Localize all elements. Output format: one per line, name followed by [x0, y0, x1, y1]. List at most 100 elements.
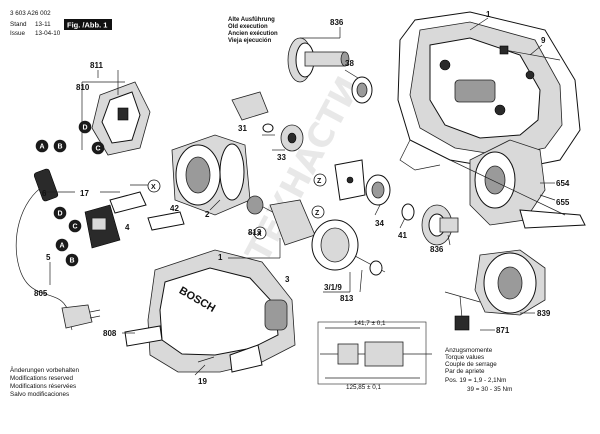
marker-x-label: X — [257, 231, 262, 238]
marker-x-label: X — [151, 184, 156, 191]
badge-d-label: D — [83, 125, 88, 132]
part-number: 810 — [76, 83, 90, 92]
badge-c: C — [68, 219, 82, 233]
badge-d: D — [53, 206, 67, 220]
issue-label: Issue — [10, 30, 26, 37]
badge-c: C — [91, 141, 105, 155]
part-number: 813 — [248, 228, 262, 237]
badge-d: D — [78, 120, 92, 134]
leader-lines — [45, 17, 556, 376]
obsolete-note-line: Alte Ausführung — [228, 17, 275, 23]
marker-z-label: Z — [317, 178, 322, 185]
torque-note-line: Anzugsmomente — [445, 347, 493, 354]
marker-z-label: Z — [315, 210, 320, 217]
stator-2 — [171, 134, 251, 216]
part-number: 38 — [345, 59, 354, 68]
part-number: 811 — [90, 61, 103, 70]
dimension-upper: 141,7 ± 0,1 — [354, 320, 386, 327]
badge-c-label: C — [96, 146, 101, 153]
part-number: 813 — [340, 294, 354, 303]
part-number: 31 — [238, 124, 247, 133]
part-number: 836 — [330, 18, 344, 27]
change-note: Änderungen vorbehalten Modifications res… — [10, 366, 79, 398]
part-number: 6 — [42, 189, 47, 198]
doc-number: 3 603 A26 002 — [10, 10, 51, 17]
plug-805 — [61, 304, 101, 329]
switch-cover-31 — [231, 91, 269, 121]
plate-x — [109, 191, 147, 214]
part-number: 4 — [125, 223, 130, 232]
torque-note-line: Couple de serrage — [445, 361, 497, 368]
obsolete-note-line: Vieja ejecución — [228, 38, 272, 44]
part-number: 654 — [556, 179, 570, 188]
badge-b: B — [65, 253, 79, 267]
torque-row-1: Pos. 19 = 1,9 - 2,1Nm — [445, 377, 506, 384]
label-808 — [124, 325, 163, 347]
marker-x-2: X — [253, 226, 267, 240]
badge-b-label: B — [58, 144, 63, 151]
part-number: 3/1/9 — [324, 283, 342, 292]
part-number: 839 — [537, 309, 551, 318]
badge-a: A — [35, 139, 49, 153]
part-number: 2 — [205, 210, 210, 219]
fan-33 — [262, 123, 304, 152]
obsolete-note-line: Ancien exécution — [228, 31, 278, 37]
part-number: 836 — [430, 245, 444, 254]
part-number: 808 — [103, 329, 117, 338]
stand-value: 13-11 — [35, 21, 51, 28]
capacitor-42 — [147, 211, 185, 231]
housing-half — [397, 11, 581, 171]
part-number: 19 — [198, 377, 207, 386]
torque-note-line: Par de apriete — [445, 368, 485, 375]
part-number: 1 — [486, 10, 491, 19]
part-number: 42 — [170, 204, 179, 213]
badge-d-label: D — [58, 211, 63, 218]
screw-19 — [197, 356, 215, 363]
housing-half-1-lower: BOSCH — [147, 249, 296, 373]
issue-value: 13-04-10 — [35, 30, 61, 37]
spindle-gear-836 — [287, 37, 350, 83]
brush-holder-810 — [91, 81, 151, 156]
fig-label: Fig. /Abb. 1 — [67, 21, 107, 30]
fig-label-box — [64, 19, 112, 30]
badge-c-label: C — [73, 224, 78, 231]
part-number: 805 — [34, 289, 48, 298]
badge-a-label: A — [60, 243, 65, 250]
change-note-line: Salvo modificaciones — [10, 391, 69, 398]
part-number: 5 — [46, 253, 51, 262]
change-note-line: Änderungen vorbehalten — [10, 366, 79, 374]
washer-41 — [401, 203, 415, 221]
depth-stop-655 — [449, 159, 566, 216]
change-note-line: Modifications réservées — [10, 383, 76, 390]
marker-x-1: X — [147, 179, 161, 193]
torque-row-2: 39 = 30 - 35 Nm — [467, 386, 512, 393]
change-note-line: Modifications reserved — [10, 375, 73, 382]
part-number: 33 — [277, 153, 286, 162]
armature-3 — [246, 195, 386, 276]
header-block: 3 603 A26 002 Stand 13-11 Issue 13-04-10… — [10, 10, 112, 37]
part-number: 17 — [80, 189, 89, 198]
part-number: 871 — [496, 326, 510, 335]
stand-label: Stand — [10, 21, 27, 28]
marker-z-1: Z — [313, 173, 327, 187]
part-number: 655 — [556, 198, 570, 207]
dimension-lower: 125,85 ± 0,1 — [346, 384, 381, 391]
aux-handle-654 — [469, 139, 586, 229]
part-number: 1 — [218, 253, 223, 262]
bearing-34 — [365, 174, 391, 206]
switch-4 — [84, 204, 121, 249]
bearing-38 — [351, 76, 373, 104]
chuck-key-871 — [444, 291, 481, 331]
part-number: 3 — [285, 275, 290, 284]
badge-a: A — [55, 238, 69, 252]
torque-note-line: Torque values — [445, 354, 484, 361]
part-number: 9 — [541, 36, 546, 45]
chuck-839 — [474, 249, 546, 316]
torque-note: Anzugsmomente Torque values Couple de se… — [445, 347, 512, 393]
badge-b: B — [53, 139, 67, 153]
part-number: 34 — [375, 219, 384, 228]
part-number-labels: 836 38 1 9 811 810 6 17 42 2 4 813 1 3 3… — [34, 10, 570, 386]
plate-z — [334, 159, 366, 201]
obsolete-note: Alte Ausführung Old execution Ancien exé… — [228, 17, 278, 44]
